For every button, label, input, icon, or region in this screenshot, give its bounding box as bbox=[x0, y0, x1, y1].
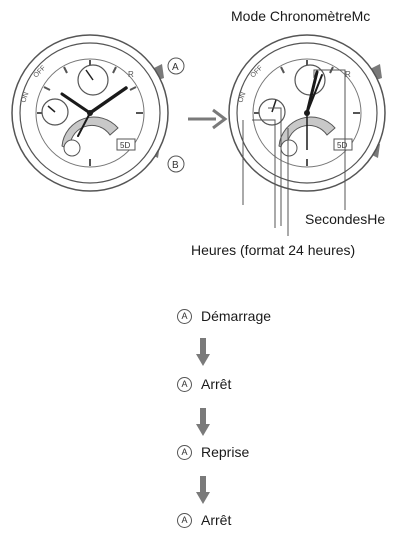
transition-arrow bbox=[188, 108, 228, 130]
step-label: Reprise bbox=[201, 444, 250, 460]
button-b-label: B bbox=[172, 160, 179, 171]
bezel-on-left: ON bbox=[20, 91, 30, 103]
hours-label: Heures (format 24 heures) bbox=[191, 242, 356, 258]
seconds-label: SecondesHe bbox=[305, 211, 386, 227]
button-a-icon: A bbox=[177, 376, 192, 392]
watch-diagram: ON OFF R 5D A B bbox=[11, 34, 386, 236]
subdial-text-right: 5D bbox=[337, 141, 347, 150]
down-arrow-icon bbox=[196, 408, 210, 436]
bezel-on-right: ON bbox=[237, 91, 247, 103]
button-a-label: A bbox=[172, 62, 179, 73]
button-a-icon: A bbox=[177, 308, 192, 324]
button-a-icon: A bbox=[177, 512, 192, 528]
step-label: Démarrage bbox=[201, 308, 272, 324]
step-stop-final: A Arrêt bbox=[177, 512, 231, 528]
down-arrow-icon bbox=[196, 338, 210, 366]
step-stop: A Arrêt bbox=[177, 376, 231, 392]
bezel-r-left: R bbox=[128, 70, 134, 79]
button-a-icon: A bbox=[177, 444, 192, 460]
step-label: Arrêt bbox=[201, 512, 232, 528]
step-label: Arrêt bbox=[201, 376, 232, 392]
subdial-text-left: 5D bbox=[120, 141, 130, 150]
left-watch: ON OFF R 5D A B bbox=[11, 34, 185, 192]
down-arrow-icon bbox=[196, 476, 210, 504]
right-watch: ON OFF R 5D bbox=[228, 34, 386, 236]
step-start: A Démarrage bbox=[177, 308, 271, 324]
bezel-r-right: R bbox=[345, 70, 351, 79]
step-resume: A Reprise bbox=[177, 444, 249, 460]
page-title: Mode ChronomètreMc bbox=[231, 8, 371, 24]
